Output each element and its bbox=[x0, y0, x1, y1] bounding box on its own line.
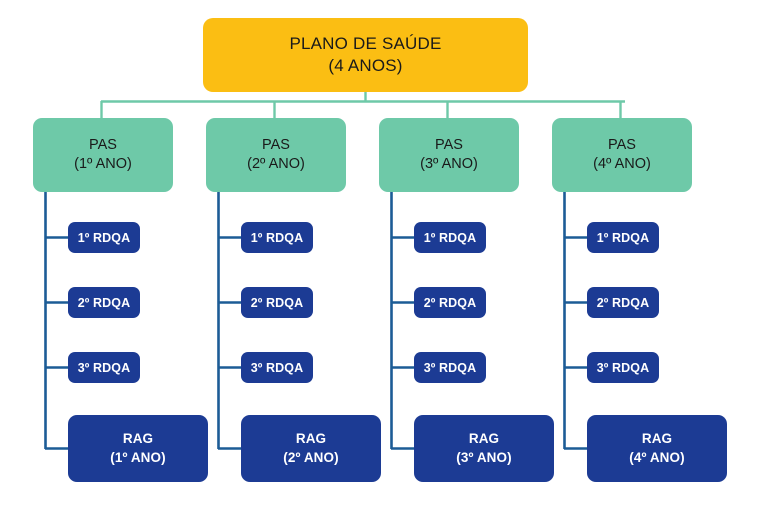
node-rdqa-col-4-item-1[interactable]: 1º RDQA bbox=[587, 222, 659, 253]
node-rdqa-col-2-item-1[interactable]: 1º RDQA bbox=[241, 222, 313, 253]
node-rdqa-col-3-item-1-label: 1º RDQA bbox=[423, 230, 477, 245]
node-pas-ano-4-line1: PAS bbox=[608, 136, 636, 153]
node-rdqa-col-3-item-3[interactable]: 3º RDQA bbox=[414, 352, 486, 383]
node-rdqa-col-4-item-1-label: 1º RDQA bbox=[596, 230, 650, 245]
node-rag-ano-1-line1: RAG bbox=[122, 430, 154, 446]
node-rag-ano-2[interactable]: RAG (2º ANO) bbox=[241, 415, 381, 482]
node-rdqa-col-1-item-1-label: 1º RDQA bbox=[77, 230, 131, 245]
node-rag-ano-4[interactable]: RAG (4º ANO) bbox=[587, 415, 727, 482]
node-rdqa-col-2-item-3-label: 3º RDQA bbox=[250, 360, 304, 375]
node-pas-ano-3-line2: (3º ANO) bbox=[420, 156, 478, 172]
node-pas-ano-3-line1: PAS bbox=[435, 136, 463, 153]
node-rdqa-col-2-item-1-label: 1º RDQA bbox=[250, 230, 304, 245]
node-rag-ano-4-line2: (4º ANO) bbox=[629, 449, 685, 465]
node-plano-de-saude-line1: PLANO DE SAÚDE bbox=[289, 33, 442, 53]
node-rdqa-col-1-item-1[interactable]: 1º RDQA bbox=[68, 222, 140, 253]
node-rag-ano-3-line1: RAG bbox=[468, 430, 500, 446]
node-rdqa-col-3-item-3-label: 3º RDQA bbox=[423, 360, 477, 375]
node-rdqa-col-1-item-2-label: 2º RDQA bbox=[77, 295, 131, 310]
node-rag-ano-3-line2: (3º ANO) bbox=[456, 449, 512, 465]
node-rag-ano-4-line1: RAG bbox=[641, 430, 673, 446]
node-rdqa-col-2-item-2[interactable]: 2º RDQA bbox=[241, 287, 313, 318]
node-rdqa-col-3-item-1[interactable]: 1º RDQA bbox=[414, 222, 486, 253]
node-rdqa-col-1-item-3-label: 3º RDQA bbox=[77, 360, 131, 375]
node-rag-ano-2-line2: (2º ANO) bbox=[283, 449, 339, 465]
node-rdqa-col-4-item-3[interactable]: 3º RDQA bbox=[587, 352, 659, 383]
node-plano-de-saude[interactable]: PLANO DE SAÚDE (4 ANOS) bbox=[203, 18, 528, 92]
node-rdqa-col-4-item-3-label: 3º RDQA bbox=[596, 360, 650, 375]
node-pas-ano-1[interactable]: PAS (1º ANO) bbox=[33, 118, 173, 192]
node-rag-ano-3[interactable]: RAG (3º ANO) bbox=[414, 415, 554, 482]
node-rdqa-col-4-item-2-label: 2º RDQA bbox=[596, 295, 650, 310]
node-rag-ano-2-line1: RAG bbox=[295, 430, 327, 446]
node-rag-ano-1-line2: (1º ANO) bbox=[110, 449, 166, 465]
node-rdqa-col-4-item-2[interactable]: 2º RDQA bbox=[587, 287, 659, 318]
node-pas-ano-3[interactable]: PAS (3º ANO) bbox=[379, 118, 519, 192]
node-pas-ano-1-line1: PAS bbox=[89, 136, 117, 153]
node-rdqa-col-3-item-2[interactable]: 2º RDQA bbox=[414, 287, 486, 318]
node-pas-ano-1-line2: (1º ANO) bbox=[74, 156, 132, 172]
node-pas-ano-2-line1: PAS bbox=[262, 136, 290, 153]
node-rdqa-col-1-item-3[interactable]: 3º RDQA bbox=[68, 352, 140, 383]
node-pas-ano-2-line2: (2º ANO) bbox=[247, 156, 305, 172]
node-plano-de-saude-line2: (4 ANOS) bbox=[328, 56, 403, 75]
node-rdqa-col-2-item-3[interactable]: 3º RDQA bbox=[241, 352, 313, 383]
node-rdqa-col-2-item-2-label: 2º RDQA bbox=[250, 295, 304, 310]
node-pas-ano-4-line2: (4º ANO) bbox=[593, 156, 651, 172]
node-rdqa-col-3-item-2-label: 2º RDQA bbox=[423, 295, 477, 310]
node-pas-ano-2[interactable]: PAS (2º ANO) bbox=[206, 118, 346, 192]
node-rag-ano-1[interactable]: RAG (1º ANO) bbox=[68, 415, 208, 482]
node-rdqa-col-1-item-2[interactable]: 2º RDQA bbox=[68, 287, 140, 318]
node-pas-ano-4[interactable]: PAS (4º ANO) bbox=[552, 118, 692, 192]
